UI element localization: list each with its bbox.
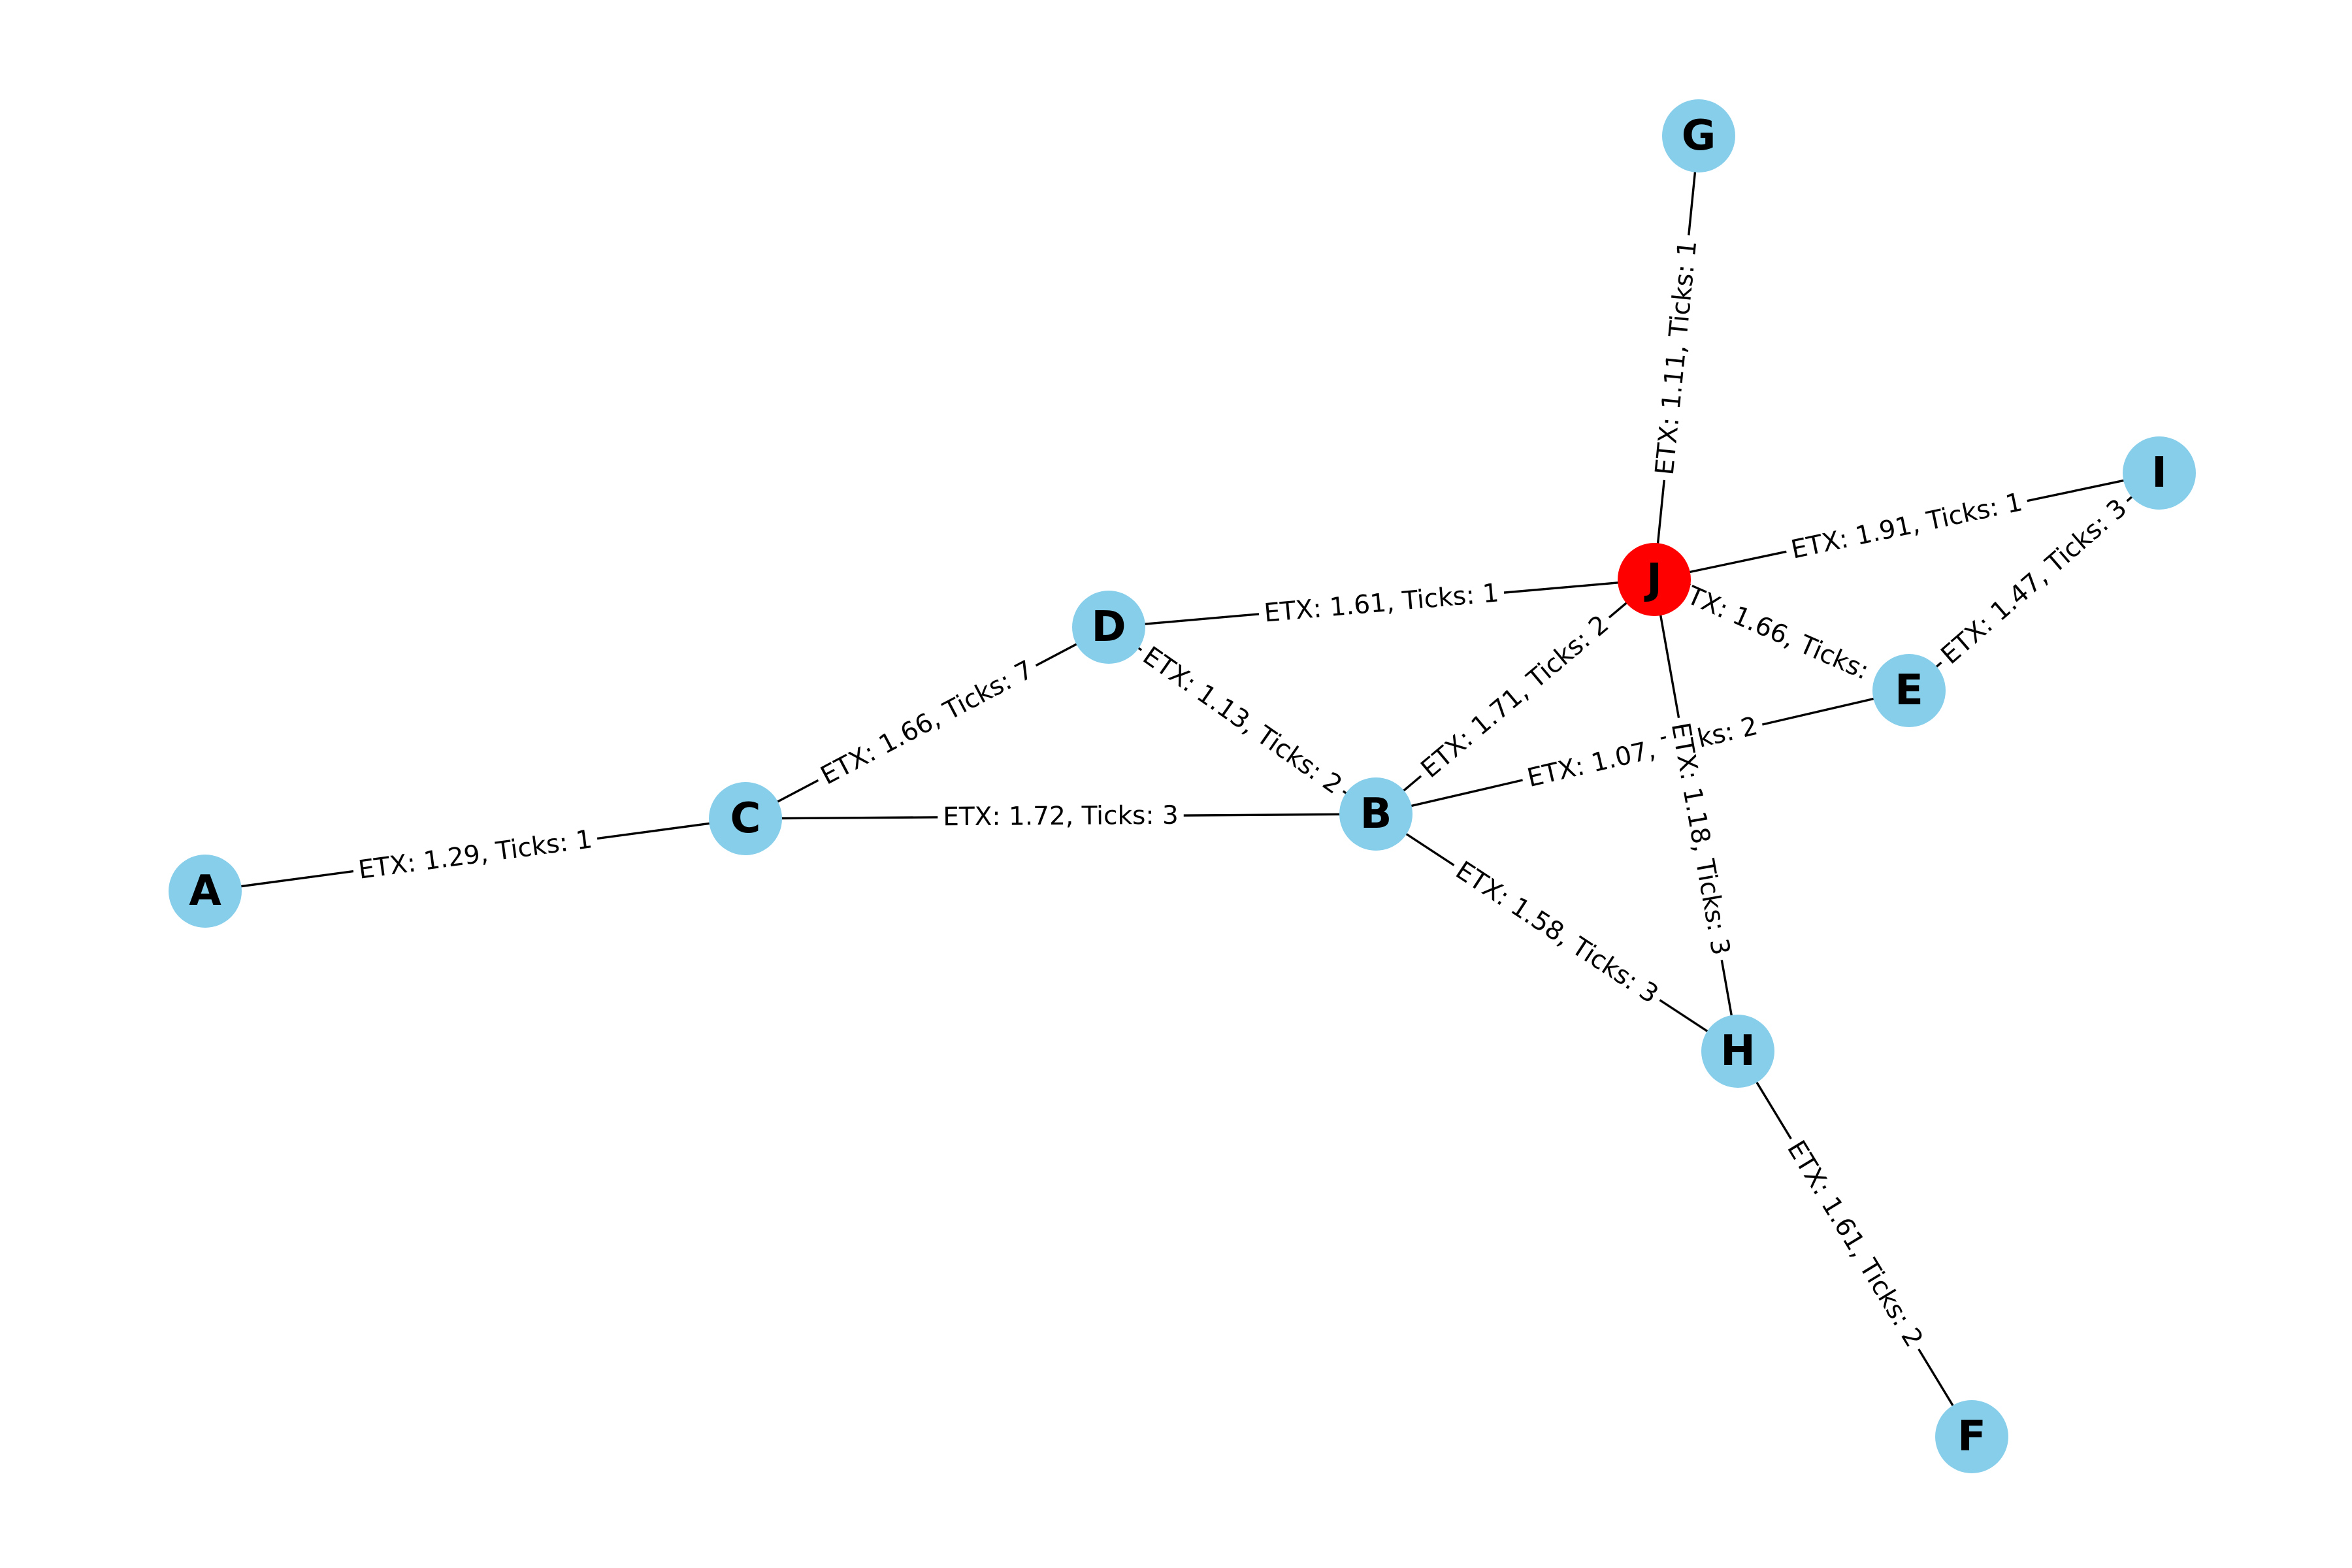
node-label-A: A bbox=[189, 867, 221, 915]
node-circle-H bbox=[1701, 1015, 1774, 1088]
node-H: H bbox=[1701, 1015, 1774, 1088]
node-label-D: D bbox=[1091, 603, 1126, 651]
node-circle-D bbox=[1072, 591, 1145, 664]
node-circle-J bbox=[1618, 543, 1691, 616]
edge-label-background bbox=[1777, 1130, 1933, 1358]
edge-label-background bbox=[811, 651, 1043, 794]
node-label-F: F bbox=[1957, 1413, 1986, 1461]
node-F: F bbox=[1935, 1400, 2008, 1473]
node-circle-I bbox=[2123, 436, 2196, 510]
node-D: D bbox=[1072, 591, 1145, 664]
edge-label-background bbox=[938, 799, 1184, 834]
edge-label-background bbox=[1648, 233, 1705, 482]
edge-label-background bbox=[1445, 851, 1669, 1014]
node-label-J: J bbox=[1644, 555, 1662, 604]
node-circle-G bbox=[1662, 99, 1735, 172]
node-label-I: I bbox=[2151, 449, 2167, 497]
node-circle-E bbox=[1872, 654, 1946, 727]
edge-label-group-C-B: ETX: 1.72, Ticks: 3 bbox=[938, 799, 1184, 834]
node-label-E: E bbox=[1895, 666, 1923, 715]
node-I: I bbox=[2123, 436, 2196, 510]
edge-label-background bbox=[1931, 489, 2138, 675]
edge-label-C-B: ETX: 1.72, Ticks: 3 bbox=[943, 801, 1179, 832]
node-A: A bbox=[169, 855, 242, 928]
node-circle-C bbox=[709, 782, 782, 855]
node-E: E bbox=[1872, 654, 1946, 727]
edge-label-background bbox=[1663, 715, 1738, 963]
nodes-layer: A B C D E F G H I J bbox=[169, 99, 2196, 1473]
node-label-H: H bbox=[1720, 1027, 1756, 1075]
edge-label-background bbox=[1662, 571, 1901, 699]
node-J: J bbox=[1618, 543, 1691, 616]
node-label-B: B bbox=[1360, 790, 1392, 838]
node-circle-B bbox=[1339, 777, 1413, 851]
node-label-C: C bbox=[730, 794, 761, 843]
edge-label-background bbox=[1783, 485, 2031, 568]
node-B: B bbox=[1339, 777, 1413, 851]
edge-label-background bbox=[351, 823, 600, 887]
node-C: C bbox=[709, 782, 782, 855]
edge-label-background bbox=[1257, 576, 1506, 630]
edge-label-background bbox=[1132, 637, 1352, 804]
node-circle-F bbox=[1935, 1400, 2008, 1473]
edge-label-background bbox=[1411, 605, 1620, 789]
edge-label-background bbox=[1519, 709, 1766, 796]
node-label-G: G bbox=[1682, 112, 1716, 160]
node-G: G bbox=[1662, 99, 1735, 172]
node-circle-A bbox=[169, 855, 242, 928]
